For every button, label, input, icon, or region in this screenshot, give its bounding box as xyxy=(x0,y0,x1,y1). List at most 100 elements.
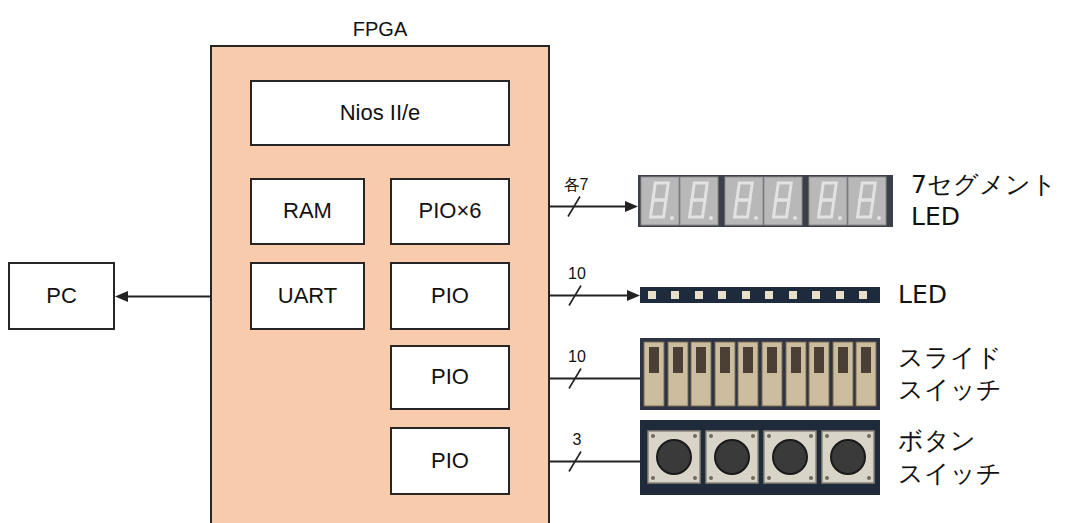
box-label: PIO xyxy=(431,364,469,390)
push-buttons-part-part xyxy=(773,440,807,474)
slide-switches xyxy=(640,338,880,410)
box-label: PC xyxy=(46,283,77,309)
bus-width-label: 10 xyxy=(568,265,586,283)
slide-switches-part xyxy=(649,347,871,373)
seven-segment-display-part-part xyxy=(692,183,707,200)
push-buttons-part-part xyxy=(648,431,700,483)
led-strip-part xyxy=(648,291,867,299)
peripheral-label: ボタン スイッチ xyxy=(898,425,1002,490)
seven-segment-display-part-part xyxy=(641,177,679,225)
seven-segment-display-part-part xyxy=(838,216,842,220)
push-buttons-part-part xyxy=(825,434,829,438)
bus-width-label: 10 xyxy=(568,348,586,366)
push-buttons-part-part xyxy=(651,434,655,438)
peripheral-label: 7セグメント LED xyxy=(911,169,1057,234)
push-buttons-part-part xyxy=(825,476,829,480)
block-heading: FPGA xyxy=(212,17,548,41)
seven-segment-display-part xyxy=(641,177,886,225)
slide-switches-part-part xyxy=(644,342,664,406)
slide-switches-part-part xyxy=(715,342,735,406)
push-buttons-part-part xyxy=(767,476,771,480)
slide-switches-part-part xyxy=(762,342,782,406)
memory-box: RAM xyxy=(250,178,365,245)
seven-segment-display-part-part xyxy=(754,216,758,220)
box-label: UART xyxy=(278,283,338,309)
bus-width-slash xyxy=(569,286,581,306)
push-buttons-part xyxy=(657,440,865,474)
seven-segment-display-part-part xyxy=(819,200,834,217)
led-node: LED xyxy=(640,279,949,312)
led-strip-part-part xyxy=(836,291,844,299)
push-buttons-part-part xyxy=(867,434,871,438)
cpu-box: Nios II/e xyxy=(250,80,510,146)
push-buttons-part-part xyxy=(764,431,816,483)
led-strip-part-part xyxy=(789,291,797,299)
seven-segment-display-part-part xyxy=(776,183,791,200)
push-buttons-part-part xyxy=(706,431,758,483)
seven-segment-display-part xyxy=(651,183,876,217)
seven-segment-display-part-part xyxy=(709,216,713,220)
seven-segment-display-part-part xyxy=(858,200,873,217)
slide-switches-part-part xyxy=(856,342,876,406)
box-label: PIO xyxy=(431,283,469,309)
seven-segment-display-part-part xyxy=(670,216,674,220)
seven-segment-display-part-part xyxy=(793,216,797,220)
seven-segment-display-part-part xyxy=(877,216,881,220)
seven-segment-display-part-part xyxy=(860,183,875,200)
push-buttons-part xyxy=(640,420,880,495)
bus-width-slash xyxy=(569,369,581,389)
seven-segment-display-part xyxy=(638,175,893,227)
seven-segment-display-part-part xyxy=(737,183,752,200)
push-buttons-part-part xyxy=(715,440,749,474)
seven-segment-display-part-part xyxy=(690,200,705,217)
pio-box: PIO xyxy=(390,427,510,495)
push-buttons-part-part xyxy=(751,476,755,480)
slide-switches-part-part xyxy=(668,342,688,406)
arrow-head xyxy=(627,290,640,301)
slide-switches-part-part xyxy=(767,347,777,373)
slide-switches-part-part xyxy=(833,342,853,406)
led-strip-part-part xyxy=(812,291,820,299)
push-buttons-part-part xyxy=(693,476,697,480)
slide-switches-part-part xyxy=(743,347,753,373)
led-strip-part-part xyxy=(765,291,773,299)
seven-segment-display-part-part xyxy=(735,200,750,217)
slide-switches-part-part xyxy=(696,347,706,373)
arrow-head xyxy=(625,201,638,212)
uart-box: UART xyxy=(250,262,365,330)
seven-segment-display-part-part xyxy=(821,183,836,200)
slide-switches-part-part xyxy=(838,347,848,373)
seven-segment-display-part-part xyxy=(848,177,886,225)
slide-switches-part-part xyxy=(786,342,806,406)
push-buttons-part-part xyxy=(657,440,691,474)
led-strip-part-part xyxy=(671,291,679,299)
push-buttons-part-part xyxy=(867,476,871,480)
push-buttons-part-part xyxy=(767,434,771,438)
pc-box: PC xyxy=(8,262,115,330)
box-label: PIO×6 xyxy=(419,198,482,224)
button-node: ボタン スイッチ xyxy=(640,420,1004,495)
pio-box: PIO xyxy=(390,345,510,410)
led-strip-part-part xyxy=(695,291,703,299)
led-strip-part-part xyxy=(718,291,726,299)
peripheral-label: スライド スイッチ xyxy=(898,342,1002,407)
box-label: PIO xyxy=(431,448,469,474)
seven-segment-display-part-part xyxy=(809,177,847,225)
slide-switches-part xyxy=(640,338,880,410)
slide-switches-part-part xyxy=(814,347,824,373)
seven-segment-display-part-part xyxy=(725,177,763,225)
seven-segment-display-part-part xyxy=(651,200,666,217)
slide-switches-part-part xyxy=(649,347,659,373)
seven-segment-display-part-part xyxy=(764,177,802,225)
led-strip-part-part xyxy=(648,291,656,299)
push-buttons-part xyxy=(648,431,874,483)
box-label: Nios II/e xyxy=(340,100,421,126)
push-buttons-part-part xyxy=(751,434,755,438)
push-buttons-part-part xyxy=(651,476,655,480)
push-buttons-part-part xyxy=(822,431,874,483)
seven-segment-display-part xyxy=(670,216,881,220)
push-buttons-part-part xyxy=(709,476,713,480)
push-buttons-part-part xyxy=(809,476,813,480)
slide-switches-part-part xyxy=(809,342,829,406)
seven-segment-node: 7セグメント LED xyxy=(638,169,1059,234)
